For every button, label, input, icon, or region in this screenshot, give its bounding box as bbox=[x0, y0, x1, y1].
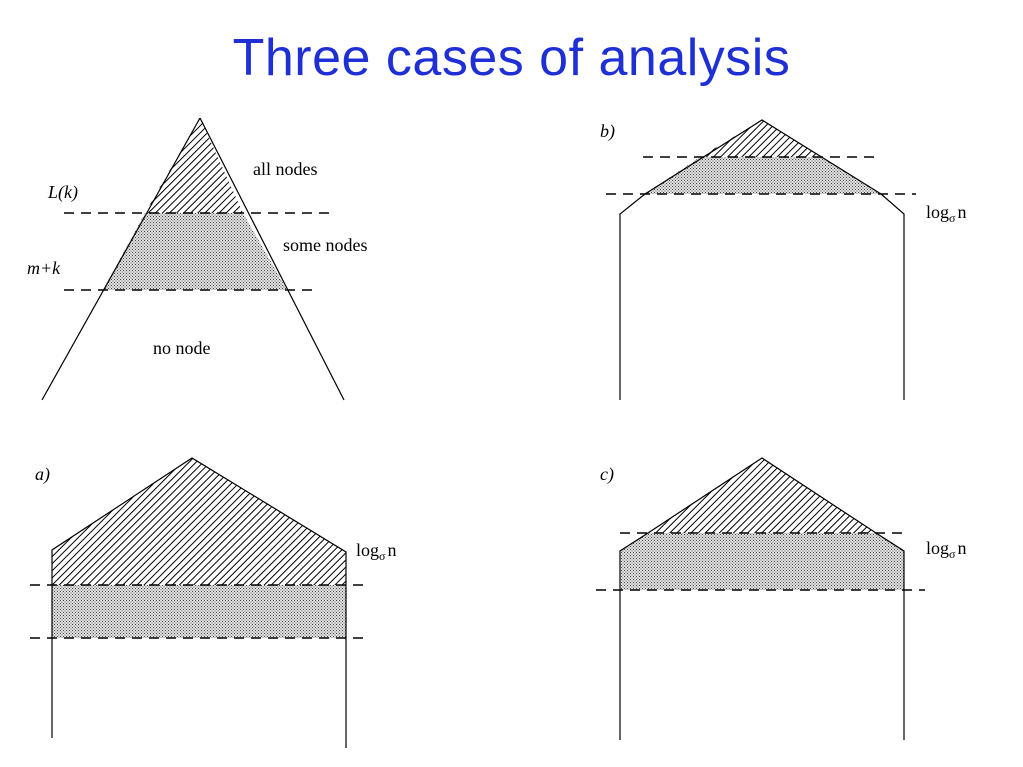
panel-b-outline bbox=[619, 119, 905, 400]
panel-a-tag: a) bbox=[35, 464, 50, 485]
panel-a-outline bbox=[51, 457, 347, 748]
triangle-diagram: all nodes some nodes no node L(k) m+k bbox=[27, 117, 368, 401]
panel-a-dotted-region bbox=[52, 585, 346, 638]
panel-c-dotted-region bbox=[620, 533, 904, 590]
some-nodes-region bbox=[103, 213, 287, 290]
some-nodes-label: some nodes bbox=[283, 235, 368, 255]
all-nodes-label: all nodes bbox=[253, 159, 318, 179]
lk-label: L(k) bbox=[47, 182, 78, 203]
panel-b-tag: b) bbox=[600, 121, 615, 142]
panel-a-hatched-region bbox=[52, 458, 346, 585]
triangle-left-side bbox=[41, 117, 201, 401]
panel-b-dotted-region bbox=[645, 157, 881, 194]
panel-c-hatched-region bbox=[648, 458, 876, 533]
no-node-label: no node bbox=[153, 338, 211, 358]
mk-label: m+k bbox=[27, 258, 61, 278]
all-nodes-region bbox=[145, 118, 243, 213]
page-title: Three cases of analysis bbox=[232, 29, 791, 87]
triangle-right-side bbox=[199, 117, 345, 401]
panel-c-outline bbox=[619, 457, 905, 740]
panel-c-tag: c) bbox=[600, 464, 614, 485]
panel-b-hatched-region bbox=[700, 120, 822, 157]
